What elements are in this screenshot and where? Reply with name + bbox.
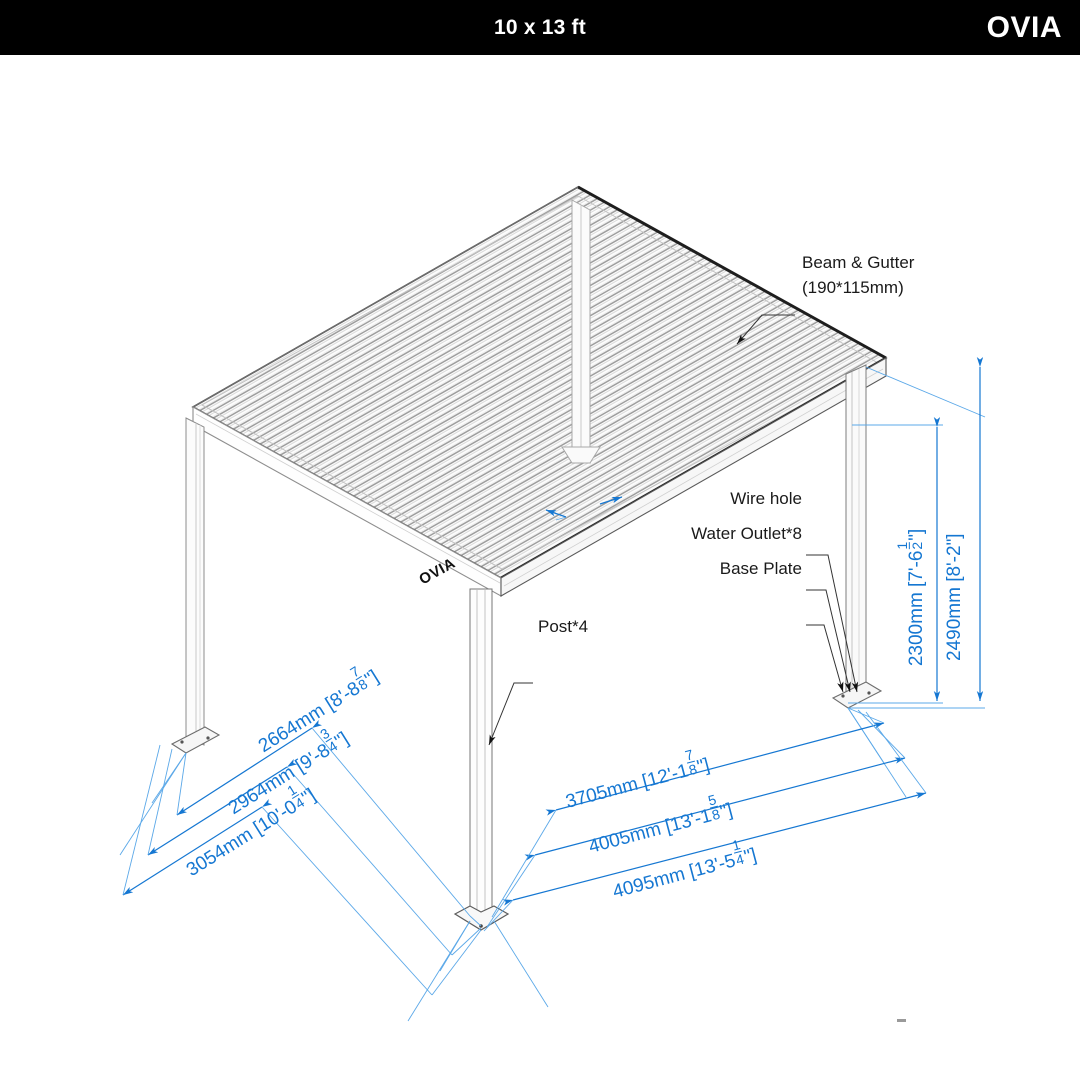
callout-post: Post*4 xyxy=(538,617,589,636)
callout-leader-lines xyxy=(488,314,859,746)
callout-base-plate: Base Plate xyxy=(719,559,802,578)
dimension-height-2490: 2490mm [8'-2"] xyxy=(944,533,965,661)
callout-beam-gutter: Beam & Gutter (190*115mm) xyxy=(802,250,914,300)
brand-logo: OVIA xyxy=(986,10,1062,44)
post-back-left xyxy=(185,417,205,746)
callout-beam-gutter-line1: Beam & Gutter xyxy=(802,253,915,272)
callout-beam-gutter-line2: (190*115mm) xyxy=(802,278,904,297)
center-rail xyxy=(561,199,601,464)
callout-water-outlet: Water Outlet*8 xyxy=(691,524,802,543)
header-bar: 10 x 13 ft OVIA xyxy=(0,0,1080,55)
base-plate-back-right xyxy=(831,681,883,709)
page-title: 10 x 13 ft xyxy=(494,15,586,39)
callout-wire-hole: Wire hole xyxy=(730,489,802,508)
post-front xyxy=(469,588,493,918)
artifact-mark xyxy=(897,1019,906,1022)
dimension-measure-lines xyxy=(122,357,984,996)
pergola-technical-drawing xyxy=(119,185,986,1022)
roof-louver-panel xyxy=(191,186,888,579)
post-back-right xyxy=(845,364,867,701)
gutter-fascia xyxy=(192,357,887,597)
